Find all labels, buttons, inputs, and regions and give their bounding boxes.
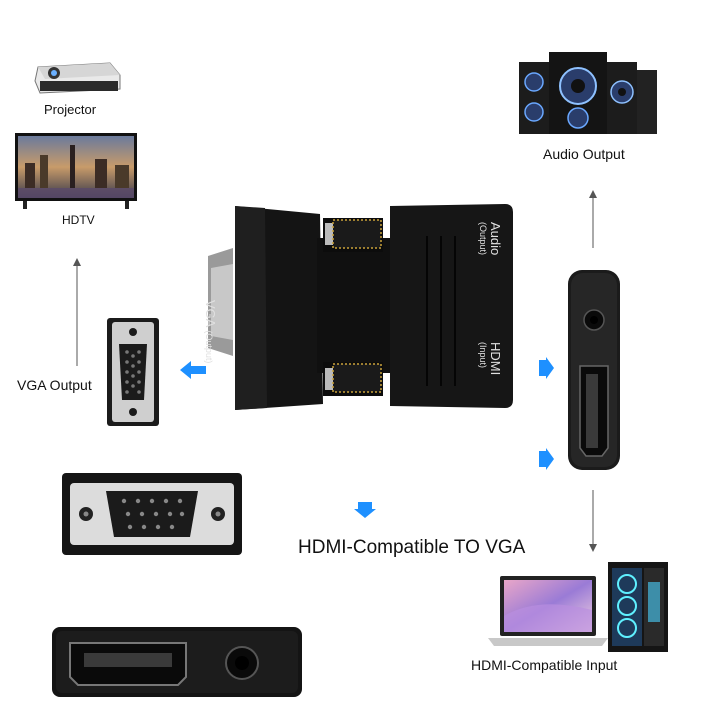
laptop-icon — [488, 576, 608, 646]
arrow-up-icon — [589, 190, 597, 248]
hdmi-input-label: HDMI-Compatible Input — [471, 657, 618, 673]
adapter-audio-label: Audio(Output) — [478, 222, 503, 256]
arrow-down-icon — [589, 490, 597, 552]
vga-port-icon — [107, 318, 159, 426]
adapter-hdmi-label: HDMI(Input) — [478, 342, 503, 376]
blue-arrow-down-icon — [354, 502, 376, 518]
blue-arrow-right-icon — [539, 448, 554, 470]
vga-output-label: VGA Output — [17, 377, 92, 393]
hdtv-icon — [15, 133, 137, 209]
speakers-icon — [519, 52, 657, 134]
vga-port-closeup — [62, 473, 242, 555]
blue-arrow-left-icon — [180, 361, 206, 379]
hdmi-audio-port-closeup — [52, 627, 302, 697]
projector-icon — [34, 62, 121, 94]
audio-output-label: Audio Output — [543, 146, 625, 162]
desktop-pc-icon — [608, 562, 668, 652]
projector-label: Projector — [44, 102, 97, 117]
hdmi-vga-adapter — [208, 204, 513, 410]
adapter-side-view — [568, 270, 620, 470]
product-title: HDMI-Compatible TO VGA — [298, 537, 526, 558]
arrow-up-icon — [73, 258, 81, 366]
hdtv-label: HDTV — [62, 213, 95, 227]
adapter-vga-label: VGA (Output) — [203, 300, 218, 364]
blue-arrow-right-icon — [539, 357, 554, 379]
